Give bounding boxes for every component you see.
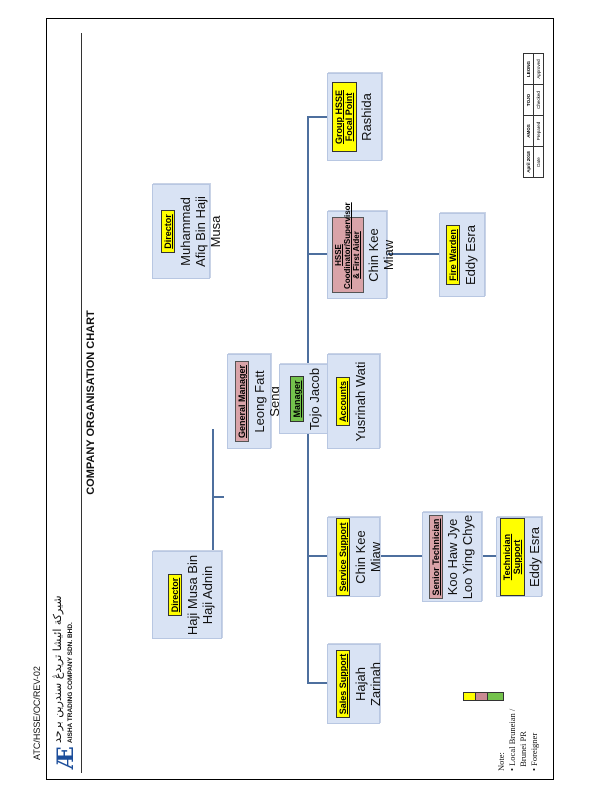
person-name: Muhammad Afiq Bin Haji Musa (178, 196, 223, 267)
connector (307, 682, 327, 684)
hsse-focal-point-box: Group HSSE Focal Point Rashida (327, 73, 382, 161)
role-label: Sales Support (336, 649, 351, 719)
note-item: • Local Bruneian / (507, 708, 517, 771)
role-label: Group HSSE Focal Point (332, 82, 357, 152)
person-name: Loo Ying Chye (459, 514, 475, 600)
technician-support-box: Technician Support Eddy Esra (496, 517, 542, 597)
approval-label: Approved (533, 53, 544, 85)
role-label: Fire Warden (446, 225, 461, 285)
director-box-musa: Director Haji Musa Bin Haji Adnin (152, 551, 222, 639)
connector (307, 555, 327, 557)
role-label: Technician Support (500, 518, 525, 596)
approval-label: Prepared (533, 115, 544, 147)
company-logo: Æ (53, 746, 79, 769)
connector (307, 116, 327, 118)
connector (212, 496, 224, 498)
approval-date: April 2018 (523, 146, 534, 178)
page-title: COMPANY ORGANISATION CHART (85, 310, 97, 495)
person-name: Rashida (359, 93, 375, 141)
person-name: Chin Kee Miaw (366, 228, 397, 282)
role-label: HSSE Coodinator/Supervisor & First Aider (332, 202, 364, 293)
service-support-box: Service Support Chin Kee Miaw (327, 517, 383, 597)
company-name-arabic: شيرکة ائيشا تريدڠ سندرين برحد (51, 595, 64, 743)
company-name: AISHA TRADING COMPANY SDN. BHD. (67, 622, 74, 743)
approval-label: Checked (533, 84, 544, 116)
legend-note: Note: • Local Bruneian / Brunei PR • For… (496, 709, 540, 771)
person-name: Yusrinah Wati (353, 361, 368, 442)
approval-checked: TOJO (523, 84, 534, 116)
note-item: • Foreigner (529, 732, 539, 771)
senior-technician-box: Senior Technician Koo Haw Jye Loo Ying C… (422, 512, 482, 602)
approval-prepared: AMOS (523, 115, 534, 147)
role-label: Accounts (336, 377, 351, 427)
fire-warden-box: Fire Warden Eddy Esra (439, 213, 485, 297)
director-box-afiq: Director Muhammad Afiq Bin Haji Musa (152, 184, 223, 279)
role-label: General Manager (235, 360, 250, 443)
role-label: Service Support (336, 518, 351, 596)
header-rule (81, 33, 82, 773)
role-label: Director (168, 573, 183, 617)
note-item: Brunei PR (518, 731, 528, 767)
role-label: Manager (290, 376, 305, 422)
legend-swatch-green (487, 692, 504, 701)
role-label: Director (161, 210, 176, 253)
connector (482, 555, 496, 557)
approval-table: April 2018 AMOS TOJO LEONG Date Prepared… (523, 53, 544, 178)
note-title: Note: (496, 752, 506, 771)
connector (380, 555, 422, 557)
person-name: Eddy Esra (463, 225, 478, 285)
doc-ref-text: ATC/HSSE/OC/REV-02 (32, 666, 42, 760)
person-name: Hajah Zarinah (353, 661, 383, 707)
person-name: Eddy Esra (527, 527, 543, 587)
person-name: Koo Haw Jye (445, 518, 460, 596)
landscape-chart: Æ شيرکة ائيشا تريدڠ سندرين برحد AISHA TR… (47, 26, 552, 779)
connector (307, 253, 327, 255)
page-frame: Æ شيرکة ائيشا تريدڠ سندرين برحد AISHA TR… (46, 18, 554, 780)
person-name: Chin Kee Miaw (353, 530, 383, 584)
person-name: Tojo Jacob (307, 367, 322, 431)
accounts-box: Accounts Yusrinah Wati (327, 354, 380, 449)
approval-label: Date (533, 146, 544, 178)
connector (212, 429, 214, 431)
general-manager-box: General Manager Leong Fatt Seng (227, 354, 282, 449)
role-label: Senior Technician (429, 514, 444, 600)
sales-support-box: Sales Support Hajah Zarinah (327, 644, 383, 724)
person-name: Haji Musa Bin Haji Adnin (185, 554, 215, 636)
hsse-coordinator-box: HSSE Coodinator/Supervisor & First Aider… (327, 202, 396, 299)
approval-approved: LEONG (523, 53, 534, 85)
